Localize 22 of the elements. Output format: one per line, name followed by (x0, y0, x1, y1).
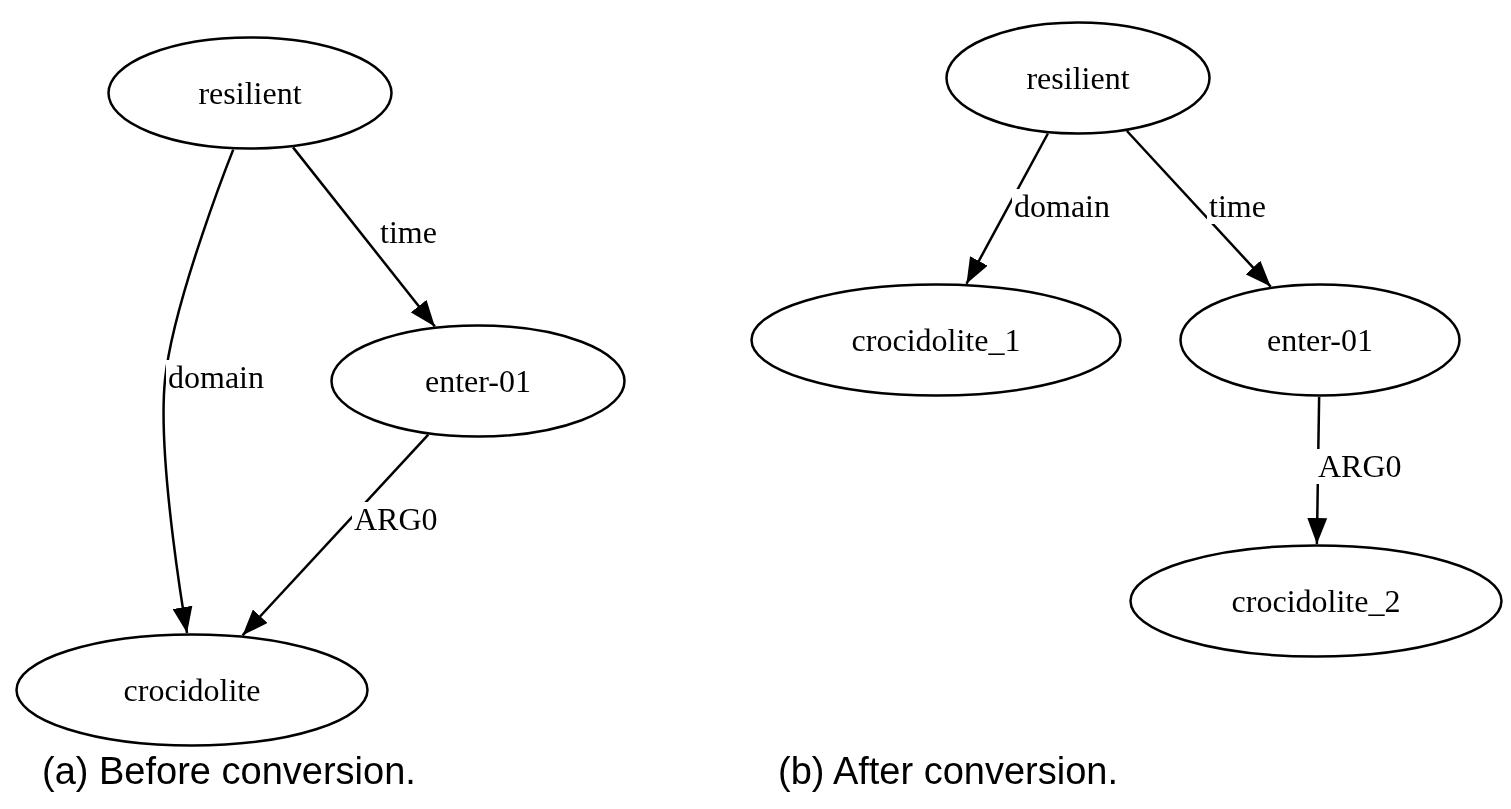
node-label: crocidolite_2 (1231, 582, 1401, 620)
ellipse-node (1129, 544, 1503, 658)
arrow (162, 149, 235, 634)
node-label: enter-01 (425, 362, 531, 400)
node-label: resilient (1026, 59, 1130, 97)
ellipse-node (330, 324, 626, 438)
node-label: resilient (198, 74, 302, 112)
arrow (965, 132, 1049, 285)
edge-label: ARG0 (1316, 449, 1404, 485)
arrow (292, 146, 436, 328)
arrow (241, 433, 430, 637)
node-label: enter-01 (1267, 321, 1373, 359)
ellipse-node (107, 36, 393, 150)
ellipse-node (1179, 283, 1461, 397)
arrow (1126, 130, 1272, 288)
node-label: crocidolite (123, 671, 261, 709)
ellipse-node (750, 283, 1122, 397)
caption: (b) After conversion. (778, 750, 1119, 793)
node-label: crocidolite_1 (851, 321, 1021, 359)
ellipse-node (15, 633, 369, 747)
ellipse-node (945, 21, 1211, 135)
caption: (a) Before conversion. (42, 750, 416, 793)
